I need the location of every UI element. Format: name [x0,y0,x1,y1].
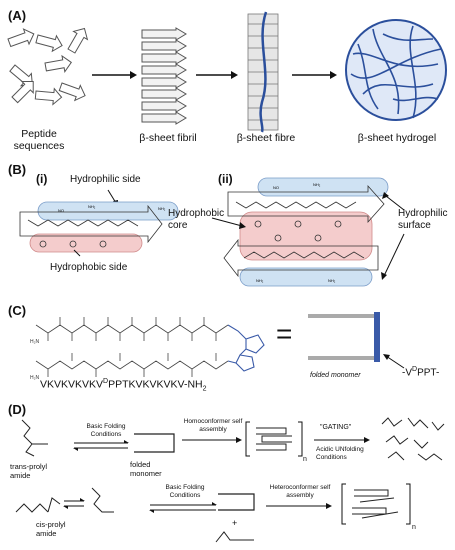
beta-sheet-fibre-graphic [247,11,279,133]
trans-prolyl-graphic [21,419,48,457]
panel-b-label: (B) [8,162,27,177]
label-hydrophilic-side: Hydrophilic side [70,174,141,185]
sequence-text: VKVKVKVKVDPPTKVKVKVKV-NH2 [40,378,207,393]
turn-suffix: PPT- [417,367,440,379]
svg-text:NH₂: NH₂ [88,204,96,209]
turn-prefix: -V [402,367,412,379]
folded-monomer-d2 [218,493,255,511]
flow-arrow [92,71,137,79]
turn-label: -VDPPT- [402,366,439,378]
panel-d-label: (D) [8,402,27,417]
label-hydrophilic-surface: Hydrophilic surface [398,208,448,231]
panel-c-label: (C) [8,303,27,318]
svg-text:NO: NO [273,185,279,190]
assembly-arrow-2 [266,503,332,509]
svg-text:H₂N: H₂N [30,375,40,381]
sequence-sub: 2 [202,385,207,393]
peptide-arrow [35,34,63,53]
label-basic-folding-2: Basic Folding Conditions [165,484,205,499]
assembly-arrow-1 [182,437,242,443]
label-folded-monomer-c: folded monomer [310,372,361,379]
equilibrium-arrow-trans-cis [63,498,85,509]
label-heteroconformer: Heteroconformer self assembly [269,484,331,499]
peptide-arrow [7,28,35,48]
pointer-surface [381,192,405,280]
caption-peptide-sequences: Peptide sequences [13,128,65,152]
label-trans-prolyl: trans-prolyl amide [10,462,48,480]
label-hydrophobic-core: Hydrophobic core [168,208,225,231]
cis-prolyl-graphic [15,497,61,513]
sequence-suffix: PPTKVKVKVKV-NH [108,378,203,391]
peptide-arrow [34,87,63,106]
subscript-n-1: n [303,456,307,463]
equilibrium-arrow-1 [73,440,129,451]
folded-monomer-d [134,433,175,453]
svg-text:NH₂: NH₂ [256,278,264,283]
peptide-structure-graphic: H₂N H₂N [30,317,265,381]
panel-b-sub-i: (i) [36,172,48,186]
label-folded-monomer-d: folded monomer [130,460,162,478]
svg-text:NH₂: NH₂ [158,206,166,211]
peptide-sequences-graphic [7,27,89,106]
equilibrium-arrow-2 [149,502,217,513]
peptide-arrow [11,80,34,104]
equals-sign: = [276,318,293,349]
flow-arrow [292,71,337,79]
turn-pointer [383,354,405,369]
heteroconformer-assembly [341,483,411,525]
svg-text:H₂N: H₂N [30,339,40,345]
unfolded-peptides-graphic [381,417,445,461]
hairpin-ii-graphic: NO NH₂ NH₂ NH₂ [223,177,389,287]
folded-monomer-graphic [308,312,380,362]
sequence-prefix: VKVKVKVKV [40,378,104,391]
pointer-core [211,217,246,229]
plus-sign: + [232,518,238,528]
svg-text:NH₂: NH₂ [313,182,321,187]
beta-sheet-fibril-graphic [141,27,187,125]
label-acidic-unfolding: Acidic UNfolding Conditions [316,446,364,461]
peptide-arrow [58,82,86,102]
label-cis-prolyl: cis-prolyl amide [36,520,66,538]
hairpin-i-graphic: NO NH₂ NH₂ [19,189,179,257]
peptide-arrow [67,27,89,54]
caption-beta-sheet-fibre: β-sheet fibre [236,132,296,144]
label-gating: "GATING" [320,424,352,431]
gating-arrow [314,437,370,443]
caption-beta-sheet-hydrogel: β-sheet hydrogel [357,132,437,144]
label-hydrophobic-side: Hydrophobic side [50,262,128,273]
caption-beta-sheet-fibril: β-sheet fibril [139,132,197,144]
flow-arrow [196,71,238,79]
subscript-n-2: n [412,524,416,531]
homoconformer-assembly [245,421,303,457]
beta-sheet-hydrogel-graphic [345,19,447,121]
label-homoconformer: Homoconformer self assembly [183,418,243,433]
panel-b-sub-ii: (ii) [218,172,233,186]
turn-super: D [412,366,418,373]
label-basic-folding-1: Basic Folding Conditions [86,423,126,438]
trans-small-graphic [91,487,114,513]
panel-a-label: (A) [8,8,27,23]
peptide-arrow [44,54,72,73]
svg-text:NH₂: NH₂ [328,278,336,283]
sequence-super: D [103,378,109,385]
unfolded-strand-d2 [215,531,254,543]
svg-text:NO: NO [58,208,64,213]
